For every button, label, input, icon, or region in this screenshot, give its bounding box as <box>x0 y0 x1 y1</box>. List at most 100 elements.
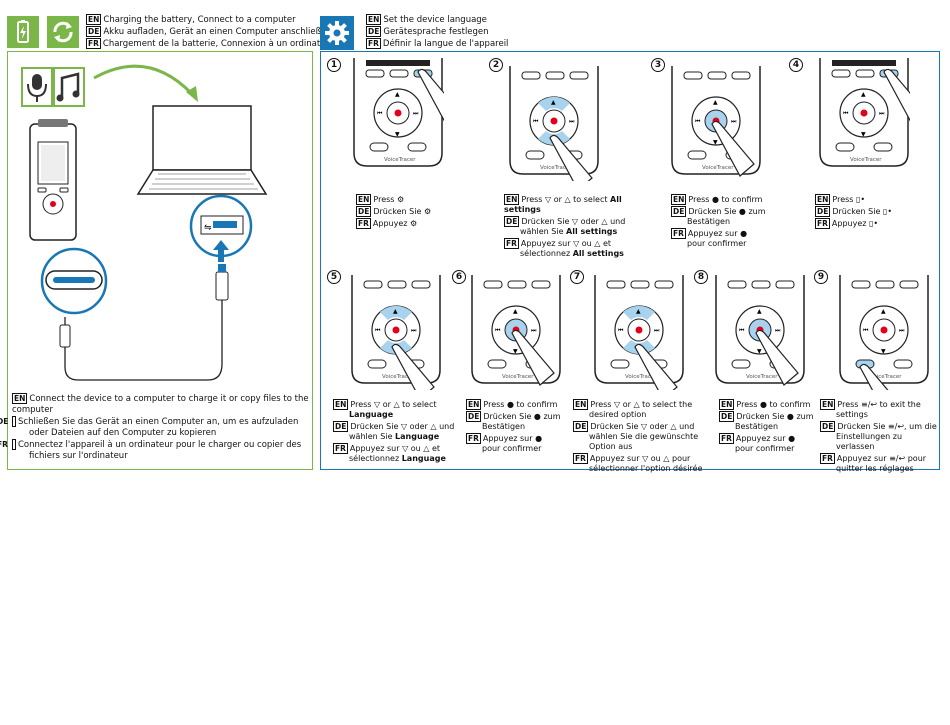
step-number-8: 8 <box>694 270 708 284</box>
lang-tag-de: DE <box>366 26 382 37</box>
svg-text:⏭: ⏭ <box>654 327 660 334</box>
svg-text:▲: ▲ <box>636 308 641 315</box>
music-note-icon <box>53 67 85 107</box>
language-panel <box>320 51 940 470</box>
step-number-4: 4 <box>789 58 803 72</box>
svg-text:⏮: ⏮ <box>843 110 849 117</box>
word-appuyez-sur: Appuyez sur <box>589 454 640 463</box>
word-desired-fr: pour <box>672 454 691 463</box>
left-header-de: Akku aufladen, Gerät an einen Computer a… <box>103 27 332 37</box>
svg-text:⏮: ⏮ <box>863 327 869 334</box>
step-number-5: 5 <box>327 270 341 284</box>
connect-text-de: Schließen Sie das Gerät an einen Compute… <box>18 417 299 438</box>
lang-tag-fr: FR <box>815 218 830 229</box>
svg-text:▲: ▲ <box>513 308 518 315</box>
svg-text:VoiceTracer: VoiceTracer <box>746 374 778 380</box>
step-number-6: 6 <box>452 270 466 284</box>
step-3-device: ▲▼⏮⏭VoiceTracer <box>671 66 761 177</box>
lang-tag-fr: FR <box>366 38 381 49</box>
step-1-fr: Appuyez <box>372 219 408 228</box>
svg-text:⏭: ⏭ <box>879 110 885 117</box>
svg-text:VoiceTracer: VoiceTracer <box>540 165 572 171</box>
step-4-device: ▲▼⏮⏭VoiceTracer <box>819 58 910 167</box>
lang-tag-de: DE <box>86 26 102 37</box>
settings-key-icon: ▯• <box>880 207 893 216</box>
all-settings-label: All settings <box>504 195 622 214</box>
word-exit-en2: settings <box>836 410 868 419</box>
word-druecken: Drücken Sie <box>350 422 399 431</box>
language-label: Language <box>349 410 394 419</box>
svg-text:▼: ▼ <box>757 348 762 355</box>
word-press: Press <box>350 400 372 409</box>
word-druecken: Drücken Sie <box>688 207 737 216</box>
word-et: et <box>603 239 612 248</box>
lang-tag-fr: FR <box>466 433 481 444</box>
svg-text:▼: ▼ <box>881 348 886 355</box>
connect-text-en: Connect the device to a computer to char… <box>12 394 309 415</box>
word-to-confirm: to confirm <box>721 195 763 204</box>
word-ou: ou <box>650 454 661 463</box>
word-press: Press <box>832 195 854 204</box>
step-9-device: ▲▼⏮⏭VoiceTracer <box>839 275 929 390</box>
lang-tag-en: EN <box>671 194 687 205</box>
lang-tag-fr: FR <box>333 443 348 454</box>
svg-text:⏮: ⏮ <box>375 327 381 334</box>
svg-text:⏮: ⏮ <box>533 118 539 125</box>
svg-text:VoiceTracer: VoiceTracer <box>702 165 734 171</box>
svg-text:VoiceTracer: VoiceTracer <box>625 374 657 380</box>
left-header-fr: Chargement de la batterie, Connexion à u… <box>102 39 335 49</box>
word-desired-de: wählen Sie die gewünschte <box>589 432 699 441</box>
word-und: und <box>439 422 455 431</box>
lang-tag-fr: FR <box>86 38 101 49</box>
step-8-device: ▲▼⏮⏭VoiceTracer <box>715 275 805 386</box>
step-6-device: ▲▼⏮⏭VoiceTracer <box>471 275 561 386</box>
lang-tag-en: EN <box>466 399 482 410</box>
svg-text:▲: ▲ <box>881 308 886 315</box>
lang-tag-fr: FR <box>504 238 519 249</box>
word-press: Press <box>521 195 543 204</box>
svg-text:▲: ▲ <box>757 308 762 315</box>
svg-text:⏭: ⏭ <box>413 110 419 117</box>
all-settings-label: All settings <box>566 227 618 236</box>
lang-tag-en: EN <box>504 194 520 205</box>
lang-tag-fr: FR <box>671 228 686 239</box>
lang-tag-fr: FR <box>356 218 371 229</box>
word-exit-de2: Einstellungen zu verlassen <box>836 432 903 451</box>
svg-text:⏮: ⏮ <box>618 327 624 334</box>
voice-recorder <box>29 119 77 241</box>
svg-text:▲: ▲ <box>713 99 718 106</box>
step-1-de: Drücken Sie <box>373 207 422 216</box>
word-waehlen: wählen Sie <box>520 227 564 236</box>
svg-text:VoiceTracer: VoiceTracer <box>502 374 534 380</box>
step-number-2: 2 <box>489 58 503 72</box>
word-selectionnez: sélectionnez <box>349 454 400 463</box>
svg-text:▲: ▲ <box>395 91 400 98</box>
svg-text:⏭: ⏭ <box>411 327 417 334</box>
svg-text:⏮: ⏮ <box>377 110 383 117</box>
svg-text:VoiceTracer: VoiceTracer <box>384 157 416 163</box>
word-appuyez-sur: Appuyez sur <box>520 239 571 248</box>
svg-text:⇋: ⇋ <box>204 223 212 233</box>
word-ou: ou <box>410 444 421 453</box>
left-header-en: Charging the battery, Connect to a compu… <box>103 15 296 25</box>
word-oder: oder <box>409 422 428 431</box>
battery-icon <box>7 16 39 48</box>
word-press: Press <box>688 195 710 204</box>
language-label: Language <box>401 454 446 463</box>
word-druecken: Drücken Sie <box>590 422 639 431</box>
svg-text:▼: ▼ <box>861 131 866 138</box>
word-exit-fr: pour <box>907 454 927 463</box>
word-desired-en2: desired option <box>589 410 647 419</box>
lang-tag-de: DE <box>573 421 589 432</box>
svg-text:⏮: ⏮ <box>695 118 701 125</box>
right-header-en: Set the device language <box>383 15 487 25</box>
